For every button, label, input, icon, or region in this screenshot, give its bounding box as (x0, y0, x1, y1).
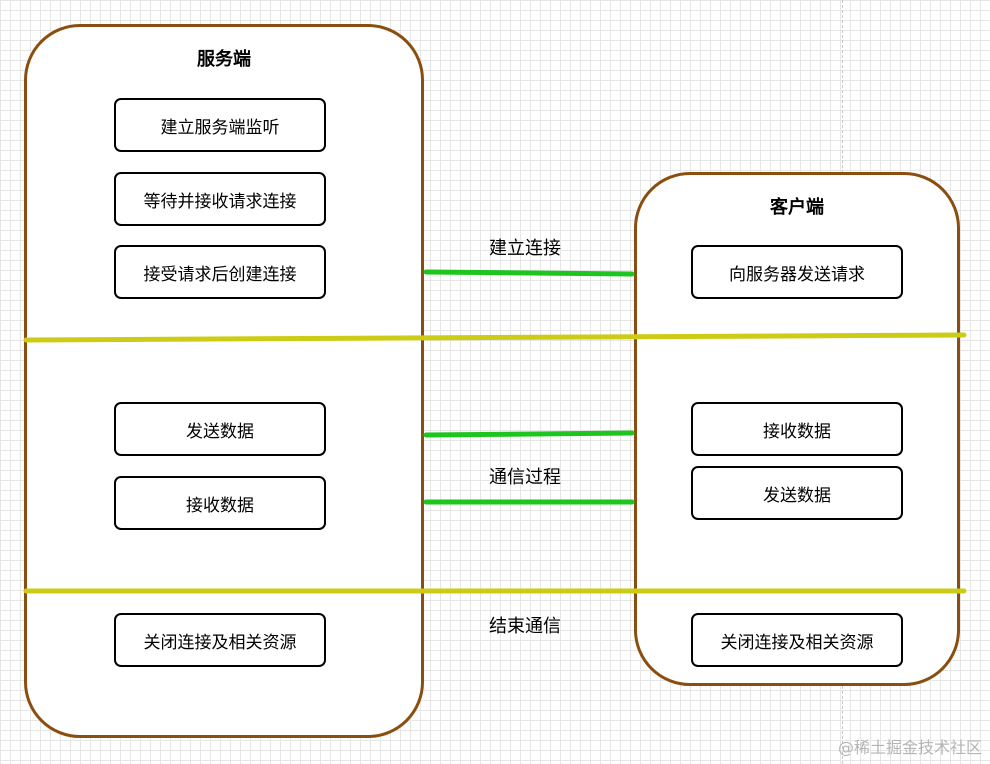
communicate-link-line-upper (423, 430, 635, 438)
phase-label-end: 结束通信 (489, 616, 561, 637)
connect-link-line (423, 269, 635, 277)
client-title: 客户端 (770, 197, 824, 218)
server-step-send-data: 发送数据 (114, 402, 326, 456)
server-step-close: 关闭连接及相关资源 (114, 613, 326, 667)
phase-label-connect: 建立连接 (489, 238, 561, 259)
watermark: @稀土掘金技术社区 (837, 738, 982, 757)
client-step-close: 关闭连接及相关资源 (691, 613, 903, 667)
client-step-receive-data: 接收数据 (691, 402, 903, 456)
phase-label-communicate: 通信过程 (489, 467, 561, 488)
server-step-listen: 建立服务端监听 (114, 98, 326, 152)
client-step-send-data: 发送数据 (691, 466, 903, 520)
server-title: 服务端 (197, 49, 251, 70)
server-step-create-connection: 接受请求后创建连接 (114, 245, 326, 299)
client-step-send-request: 向服务器发送请求 (691, 245, 903, 299)
server-step-receive-data: 接收数据 (114, 476, 326, 530)
server-step-accept-wait: 等待并接收请求连接 (114, 172, 326, 226)
